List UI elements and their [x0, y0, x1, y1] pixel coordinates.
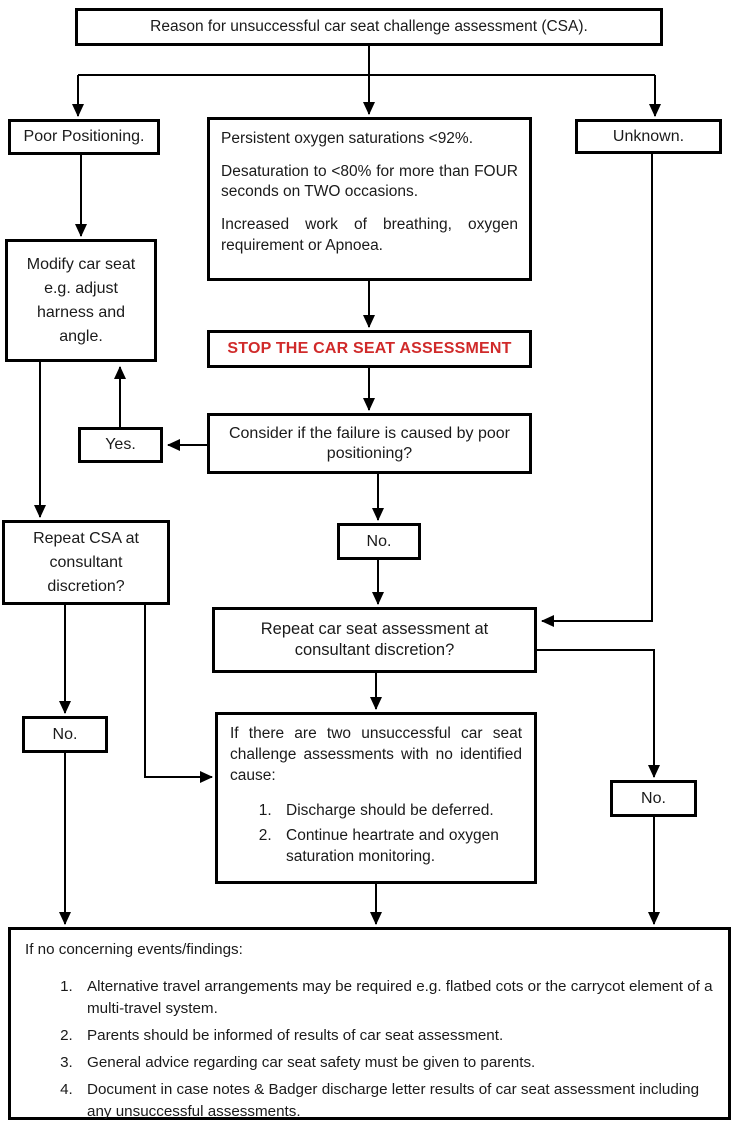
stop-assessment-box: STOP THE CAR SEAT ASSESSMENT: [207, 330, 532, 368]
outcome-item-1: Alternative travel arrangements may be r…: [77, 976, 714, 1020]
outcome-item-2: Parents should be informed of results of…: [77, 1025, 714, 1047]
repeat-csa-line-2: consultant: [49, 553, 123, 571]
two-unsuccessful-intro: If there are two unsuccessful car seat c…: [230, 725, 522, 784]
repeat-csa-line-1: Repeat CSA at: [33, 529, 139, 547]
yes-text: Yes.: [105, 436, 136, 453]
unknown-text: Unknown.: [612, 127, 685, 145]
no-middle-box: No.: [337, 523, 421, 560]
reason-box: Reason for unsuccessful car seat challen…: [75, 8, 663, 46]
no-right-box: No.: [610, 780, 697, 817]
no-left-box: No.: [22, 716, 108, 753]
modify-line-2: e.g. adjust: [44, 279, 118, 297]
modify-line-3: harness and: [36, 303, 126, 321]
criteria-paragraph-3: Increased work of breathing, oxygen requ…: [221, 216, 518, 254]
connector-repeatassessment-to-noright: [537, 649, 660, 778]
no-middle-text: No.: [366, 532, 392, 550]
criteria-paragraph-2: Desaturation to <80% for more than FOUR …: [221, 163, 518, 201]
modify-box: Modify car seat e.g. adjust harness and …: [5, 239, 157, 362]
connector-repeatcsa-to-twounsuccessful: [144, 605, 213, 783]
reason-text: Reason for unsuccessful car seat challen…: [150, 18, 588, 36]
poor-positioning-box: Poor Positioning.: [8, 119, 160, 155]
repeat-csa-line-3: discretion?: [47, 577, 125, 595]
outcome-item-4: Document in case notes & Badger discharg…: [77, 1079, 714, 1123]
repeat-assessment-text: Repeat car seat assessment at consultant…: [260, 620, 489, 659]
repeat-csa-box: Repeat CSA at consultant discretion?: [2, 520, 170, 605]
outcome-item-3: General advice regarding car seat safety…: [77, 1052, 714, 1074]
outcome-intro: If no concerning events/findings:: [25, 941, 243, 958]
two-unsuccessful-item-2: Continue heartrate and oxygen saturation…: [276, 826, 522, 868]
no-right-text: No.: [641, 789, 666, 807]
unknown-box: Unknown.: [575, 119, 722, 154]
no-left-text: No.: [52, 725, 78, 743]
yes-box: Yes.: [78, 427, 163, 463]
poor-positioning-text: Poor Positioning.: [23, 128, 145, 145]
repeat-assessment-box: Repeat car seat assessment at consultant…: [212, 607, 537, 673]
consider-text: Consider if the failure is caused by poo…: [228, 424, 511, 462]
two-unsuccessful-list: Discharge should be deferred. Continue h…: [230, 801, 522, 868]
modify-line-1: Modify car seat: [26, 255, 136, 273]
outcome-box: If no concerning events/findings: Altern…: [8, 927, 731, 1120]
criteria-paragraph-1: Persistent oxygen saturations <92%.: [221, 130, 474, 147]
consider-box: Consider if the failure is caused by poo…: [207, 413, 532, 474]
connector-unknown-to-repeatassessment: [541, 154, 653, 627]
two-unsuccessful-item-1: Discharge should be deferred.: [276, 801, 522, 822]
outcome-list: Alternative travel arrangements may be r…: [25, 976, 714, 1123]
modify-line-4: angle.: [59, 327, 103, 345]
failure-criteria-box: Persistent oxygen saturations <92%. Desa…: [207, 117, 532, 281]
two-unsuccessful-box: If there are two unsuccessful car seat c…: [215, 712, 537, 884]
stop-assessment-text: STOP THE CAR SEAT ASSESSMENT: [227, 340, 512, 357]
